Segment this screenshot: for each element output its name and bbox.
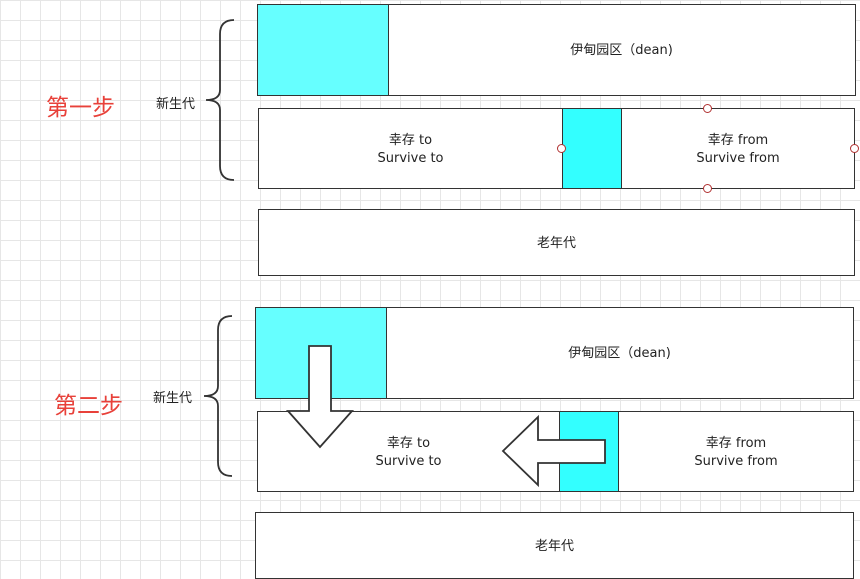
- resize-handle-top[interactable]: [703, 104, 712, 113]
- step2-to-label-en: Survive to: [375, 454, 442, 469]
- step2-eden-label: 伊甸园区（dean): [568, 346, 671, 361]
- step1-eden-box: 伊甸园区（dean): [257, 4, 856, 96]
- step1-survivor-occupied: [562, 109, 622, 188]
- resize-handle-bottom[interactable]: [703, 184, 712, 193]
- step2-title: 第二步: [54, 393, 123, 419]
- step2-from-label-cn: 幸存 from: [705, 436, 767, 451]
- step2-to-label-cn: 幸存 to: [386, 436, 431, 451]
- step1-from-label-en: Survive from: [696, 151, 780, 166]
- resize-handle-right[interactable]: [850, 144, 859, 153]
- step1-eden-label: 伊甸园区（dean): [570, 43, 673, 58]
- step2-old-gen-label: 老年代: [534, 539, 574, 554]
- step2-young-gen-label: 新生代: [153, 391, 193, 406]
- down-arrow: [285, 345, 355, 449]
- step1-survivor-box: 幸存 to Survive to 幸存 from Survive from: [258, 108, 855, 189]
- step1-title: 第一步: [46, 95, 115, 121]
- resize-handle-left[interactable]: [557, 144, 566, 153]
- left-arrow: [501, 414, 606, 488]
- step1-brace: [205, 19, 235, 181]
- step1-young-gen-label: 新生代: [156, 97, 196, 112]
- step1-to-label-en: Survive to: [377, 151, 444, 166]
- step1-from-label-cn: 幸存 from: [707, 133, 769, 148]
- step1-eden-occupied: [258, 5, 389, 95]
- step2-brace: [203, 315, 233, 477]
- step2-old-gen-box: 老年代: [255, 512, 854, 579]
- step1-old-gen-label: 老年代: [536, 236, 576, 251]
- step1-old-gen-box: 老年代: [258, 209, 855, 276]
- step1-to-label-cn: 幸存 to: [388, 133, 433, 148]
- step2-from-label-en: Survive from: [694, 454, 778, 469]
